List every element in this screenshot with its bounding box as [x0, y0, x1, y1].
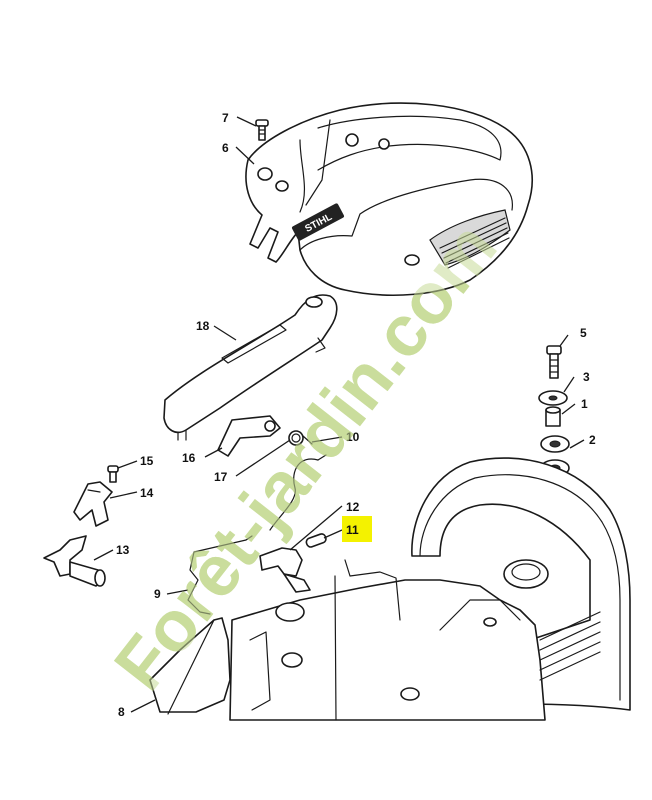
part-3-washer — [538, 390, 568, 406]
callout-15: 15 — [140, 454, 154, 468]
callout-5: 5 — [580, 326, 587, 340]
engine-body — [229, 457, 631, 721]
part-1-sleeve — [545, 406, 561, 427]
part-7-screw — [255, 119, 269, 141]
callout-11: 11 — [346, 523, 359, 537]
callout-16: 16 — [182, 451, 196, 465]
part-11-highlight — [342, 516, 372, 542]
part-13-trigger — [43, 535, 106, 587]
callout-7: 7 — [222, 111, 229, 125]
callout-12: 12 — [346, 500, 360, 514]
callout-8: 8 — [118, 705, 125, 719]
callout-10: 10 — [346, 430, 360, 444]
part-15-screw — [107, 465, 119, 483]
leader-lines — [93, 116, 585, 713]
callout-14: 14 — [140, 486, 154, 500]
vent-slots — [439, 217, 510, 269]
part-12-throttle — [259, 547, 311, 593]
part-16-lever — [217, 415, 281, 457]
part-10-rod — [269, 454, 327, 531]
part-8-plate — [149, 617, 231, 715]
callout-1: 1 — [581, 397, 588, 411]
part-17-spring — [288, 430, 313, 446]
part-6-handle-housing: STIHL — [245, 102, 533, 296]
callout-6: 6 — [222, 141, 229, 155]
callout-17: 17 — [214, 470, 228, 484]
part-9-rod — [187, 535, 253, 615]
callout-2: 2 — [589, 433, 596, 447]
part-18-lower-handle — [163, 294, 338, 441]
callout-3: 3 — [583, 370, 590, 384]
callout-13: 13 — [116, 543, 130, 557]
callout-labels: 7 6 18 5 3 1 2 10 16 17 15 14 12 11 13 9… — [116, 111, 596, 719]
part-14-bracket — [73, 481, 113, 527]
callout-9: 9 — [154, 587, 161, 601]
part-5-bolt — [546, 345, 562, 379]
callout-18: 18 — [196, 319, 210, 333]
